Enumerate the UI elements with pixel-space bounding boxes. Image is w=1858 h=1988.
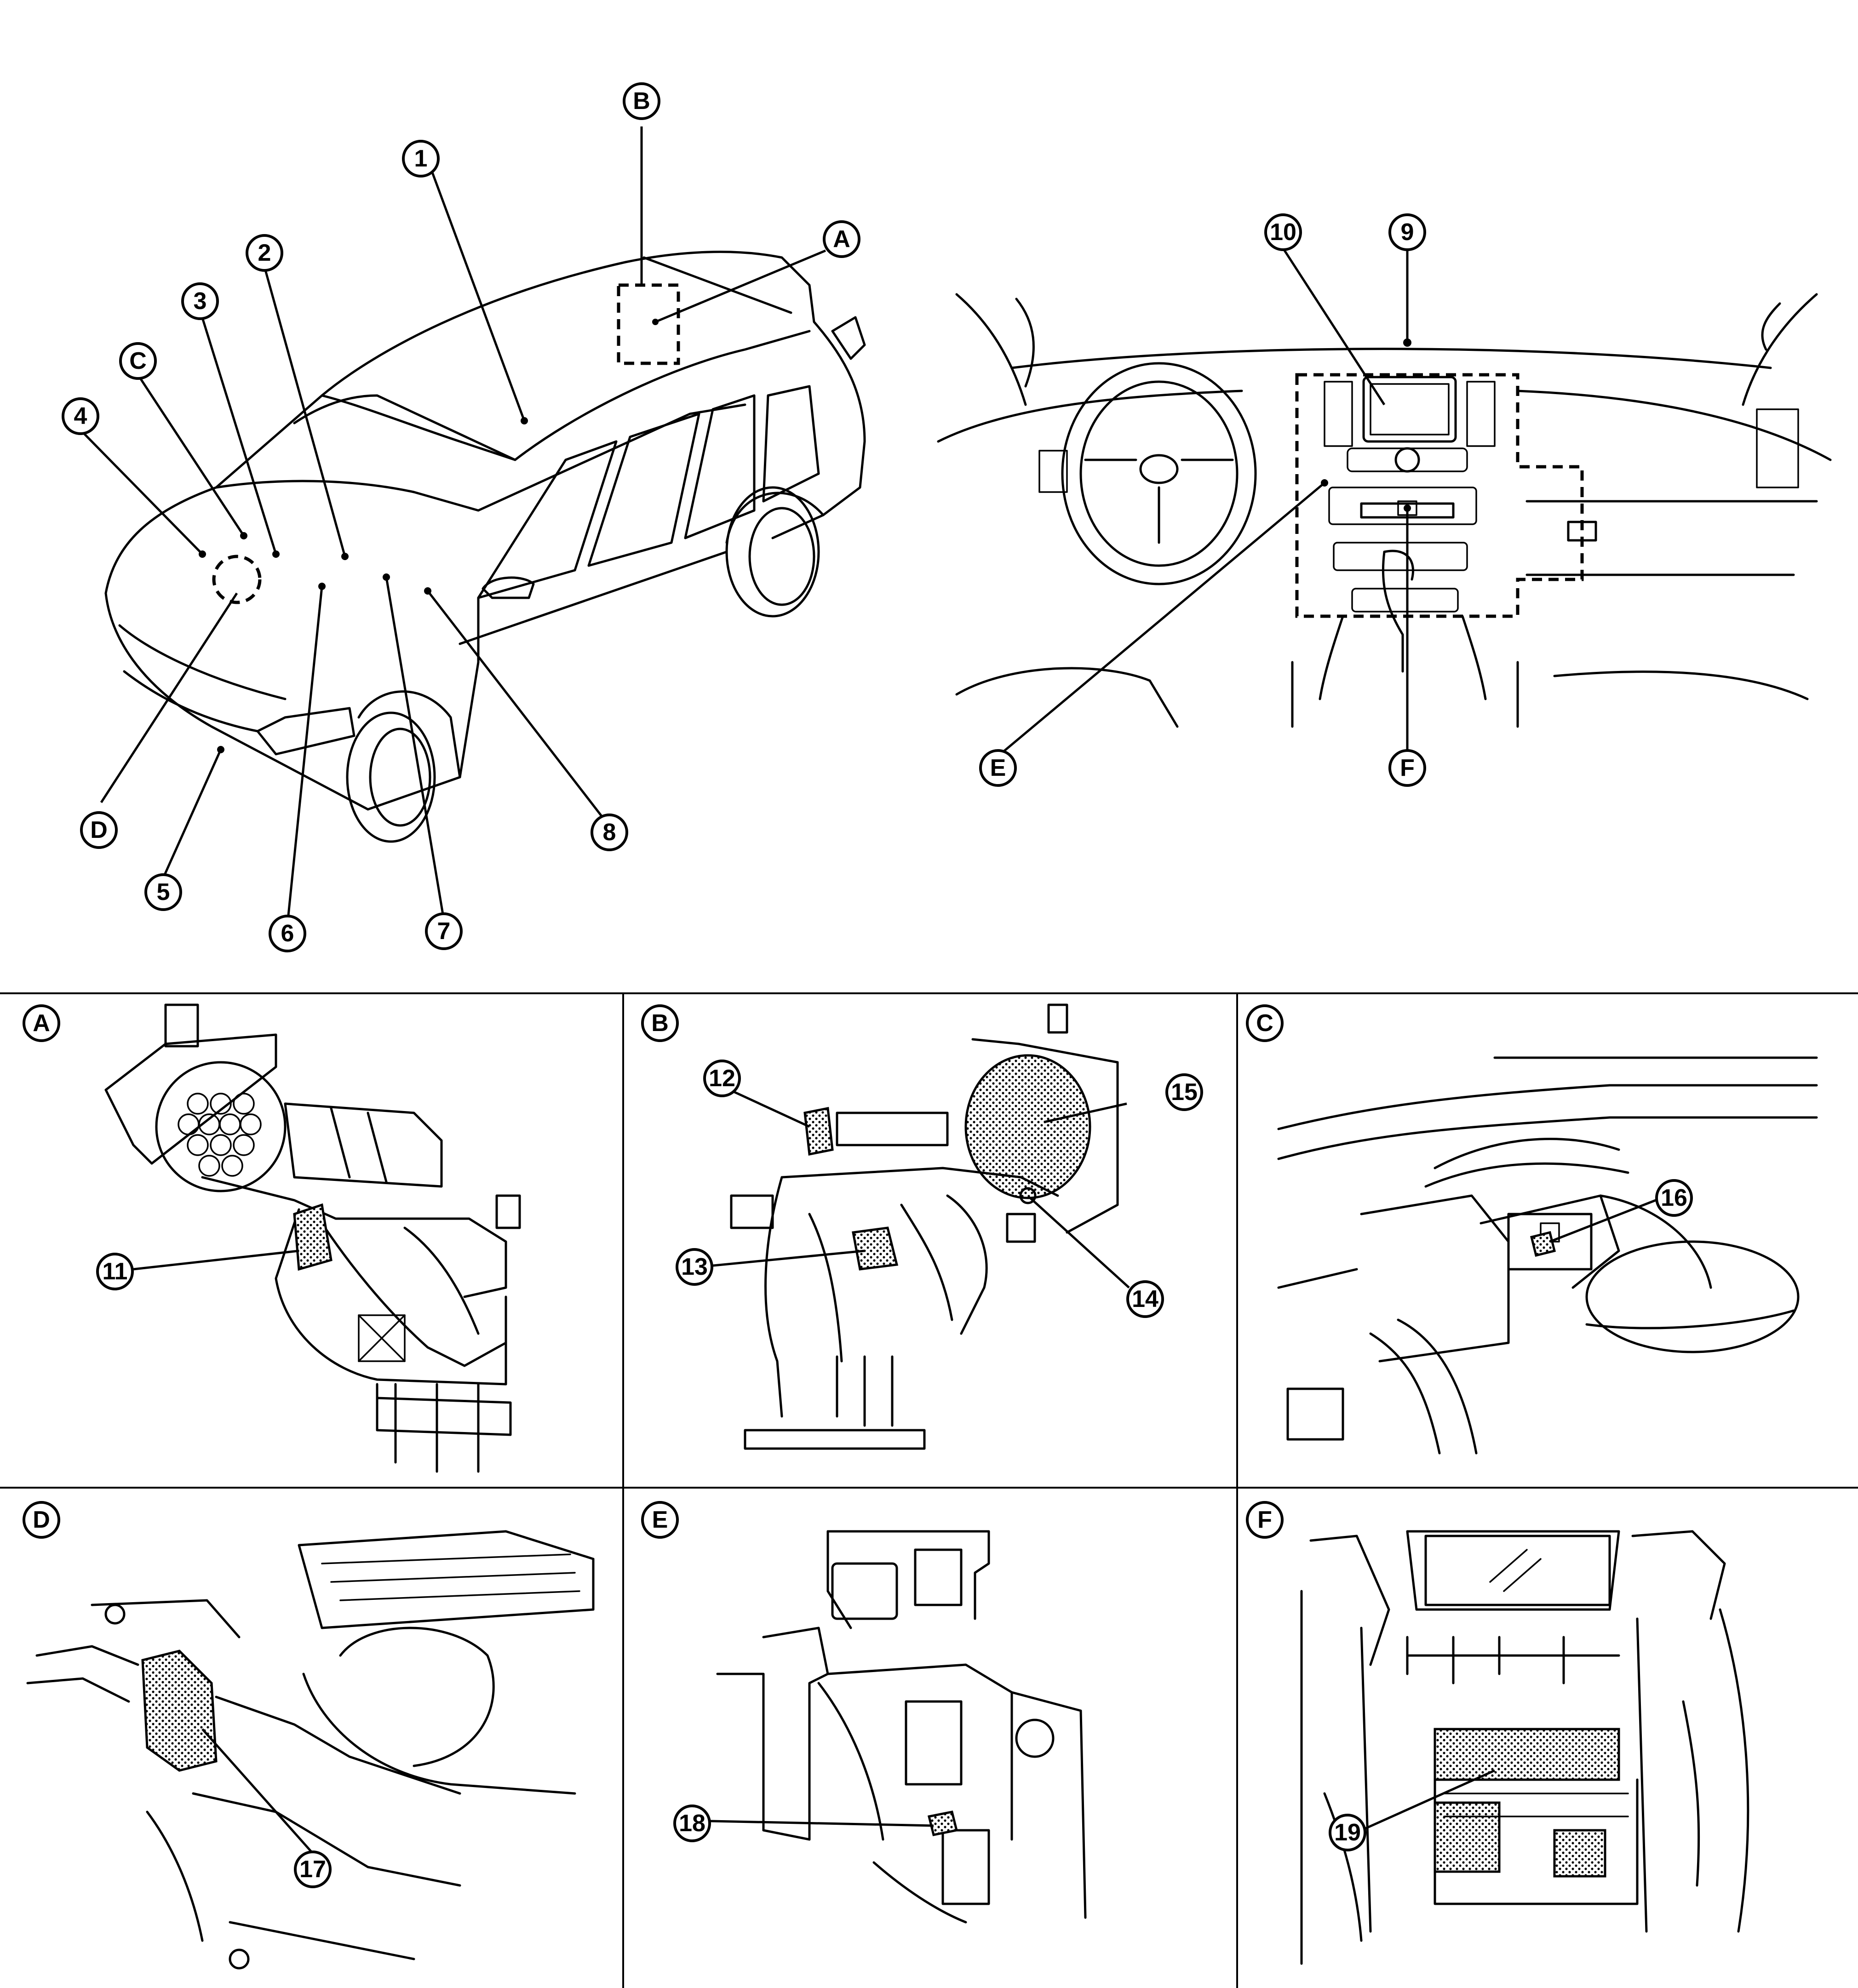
callout-18: 18 <box>673 1805 711 1842</box>
svg-text:10: 10 <box>1270 219 1296 246</box>
callout-13: 13 <box>676 1248 713 1286</box>
svg-text:9: 9 <box>1401 219 1414 246</box>
svg-text:2: 2 <box>258 240 271 266</box>
svg-text:3: 3 <box>194 288 207 315</box>
panel-D-engine-sensor <box>26 1530 595 1970</box>
svg-text:15: 15 <box>1171 1079 1198 1106</box>
panel-label-D: D <box>23 1501 60 1539</box>
panel-E-hvac-actuator <box>710 1530 1087 1924</box>
svg-text:F: F <box>1400 755 1415 781</box>
svg-text:A: A <box>833 226 850 252</box>
panel-F-center-console <box>1300 1530 1749 1965</box>
svg-text:16: 16 <box>1661 1185 1687 1211</box>
callout-B: B <box>623 82 660 120</box>
callout-D: D <box>80 811 118 849</box>
callout-1: 1 <box>402 140 440 178</box>
panel-A-blower-unit <box>104 1003 521 1473</box>
svg-text:18: 18 <box>679 1810 705 1837</box>
svg-text:F: F <box>1257 1507 1272 1533</box>
svg-text:8: 8 <box>603 819 616 846</box>
svg-text:C: C <box>129 348 147 374</box>
svg-text:E: E <box>990 755 1006 781</box>
svg-text:D: D <box>90 817 108 843</box>
vehicle-exterior-view <box>80 126 866 925</box>
callout-16: 16 <box>1655 1179 1693 1217</box>
callout-4: 4 <box>62 397 99 435</box>
panel-label-B: B <box>641 1004 679 1042</box>
svg-text:E: E <box>652 1507 668 1533</box>
svg-text:7: 7 <box>437 918 451 945</box>
callout-7: 7 <box>425 912 463 950</box>
panel-label-E: E <box>641 1501 679 1539</box>
callout-14: 14 <box>1126 1280 1164 1318</box>
svg-text:D: D <box>33 1507 50 1533</box>
callout-10: 10 <box>1264 213 1302 251</box>
callout-17: 17 <box>294 1851 332 1888</box>
svg-text:C: C <box>1256 1010 1273 1037</box>
callout-19: 19 <box>1329 1814 1366 1851</box>
callout-9: 9 <box>1388 213 1426 251</box>
callout-15: 15 <box>1165 1073 1203 1111</box>
callout-2: 2 <box>246 234 283 272</box>
callout-6: 6 <box>269 915 306 952</box>
callout-E: E <box>979 749 1017 787</box>
svg-text:19: 19 <box>1334 1819 1361 1846</box>
svg-text:11: 11 <box>103 1258 128 1285</box>
svg-text:13: 13 <box>681 1254 708 1280</box>
callout-A: A <box>823 220 860 258</box>
callout-F: F <box>1388 749 1426 787</box>
svg-text:12: 12 <box>709 1065 735 1092</box>
panel-B-hvac-unit <box>699 1003 1130 1450</box>
svg-text:17: 17 <box>299 1856 326 1883</box>
svg-text:14: 14 <box>1132 1286 1158 1312</box>
svg-text:6: 6 <box>281 920 294 947</box>
svg-text:A: A <box>33 1010 50 1037</box>
callout-3: 3 <box>181 282 219 320</box>
svg-text:5: 5 <box>157 879 170 905</box>
svg-text:B: B <box>651 1010 669 1037</box>
svg-text:1: 1 <box>414 145 428 172</box>
callout-12: 12 <box>703 1060 741 1097</box>
callout-5: 5 <box>144 873 182 911</box>
callout-C: C <box>119 342 157 380</box>
svg-text:4: 4 <box>74 403 87 430</box>
callout-8: 8 <box>591 814 628 851</box>
panel-label-C: C <box>1246 1004 1284 1042</box>
svg-text:B: B <box>633 88 650 115</box>
panel-C-engine-compartment <box>1277 1056 1818 1455</box>
panel-label-F: F <box>1246 1501 1284 1539</box>
panel-label-A: A <box>23 1004 60 1042</box>
callout-11: 11 <box>96 1253 134 1290</box>
instrument-panel-view <box>937 246 1832 755</box>
